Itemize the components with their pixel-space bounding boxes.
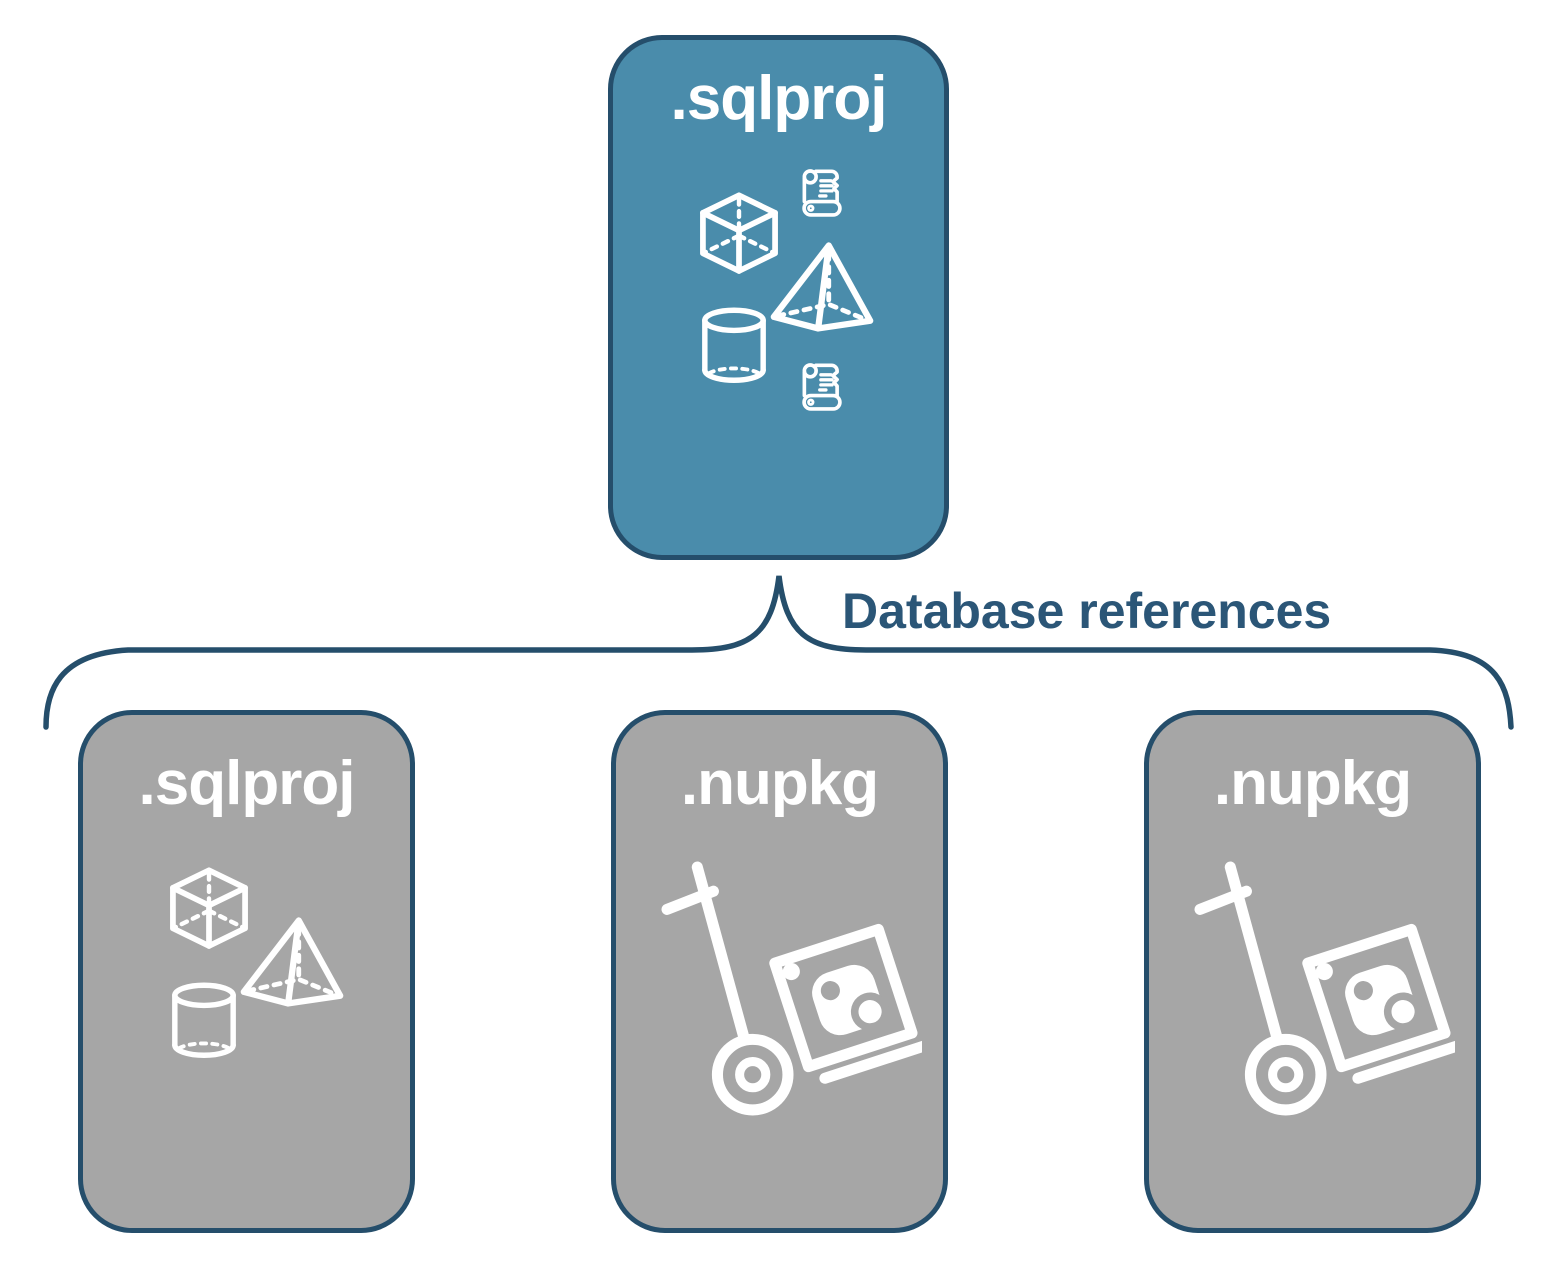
scroll-icon — [794, 358, 850, 414]
scroll-icon — [794, 164, 850, 220]
pyramid-icon — [239, 915, 345, 1009]
box-sqlproj-child: .sqlproj — [78, 710, 415, 1233]
box-sqlproj-root: .sqlproj — [608, 35, 949, 560]
hand-truck-package-icon — [660, 859, 922, 1121]
cylinder-icon — [699, 306, 769, 386]
child-box-label: .nupkg — [680, 749, 879, 818]
connector-label: Database references — [842, 583, 1332, 639]
pyramid-icon — [769, 240, 875, 334]
box-nupkg-1: .nupkg — [611, 710, 948, 1233]
hand-truck-package-icon — [1193, 859, 1455, 1121]
box-nupkg-2: .nupkg — [1144, 710, 1481, 1233]
child-box-label: .nupkg — [1213, 749, 1412, 818]
cylinder-icon — [169, 981, 239, 1061]
root-box-label: .sqlproj — [670, 64, 888, 133]
child-box-label: .sqlproj — [138, 749, 356, 818]
